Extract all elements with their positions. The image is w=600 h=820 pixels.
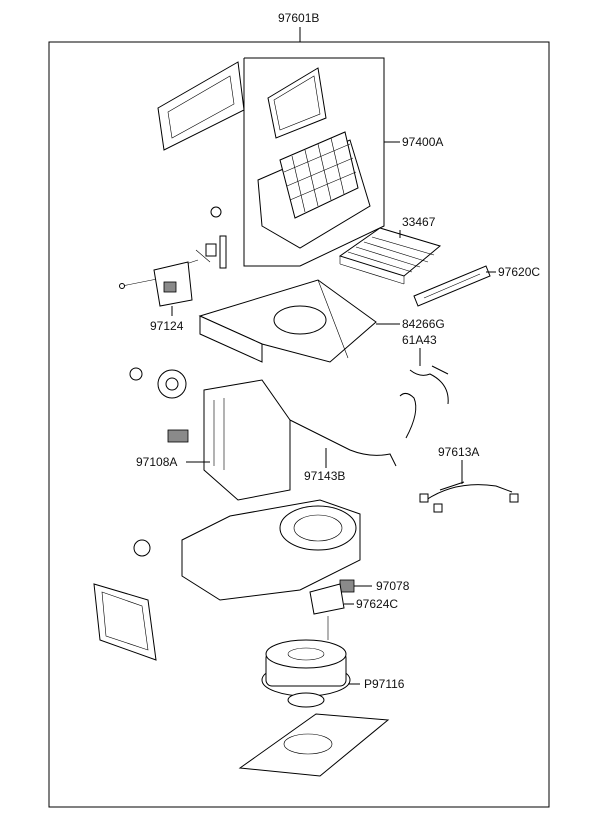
callout-97143B: 97143B xyxy=(304,469,345,483)
callout-97124: 97124 xyxy=(150,319,184,333)
callout-97078: 97078 xyxy=(376,579,410,593)
resistor xyxy=(339,579,355,593)
callout-97400A: 97400A xyxy=(402,135,443,149)
heater-pipes xyxy=(289,419,397,467)
callout-84266G: 84266G xyxy=(402,317,445,331)
callout-97108A: 97108A xyxy=(136,455,177,469)
mode-motor-parts xyxy=(129,367,187,399)
assembly-number-label: 97601B xyxy=(278,11,319,25)
gasket-frame-upper xyxy=(157,61,245,151)
assembly-frame xyxy=(48,41,550,808)
callout-P97116: P97116 xyxy=(364,677,405,691)
intake-housing xyxy=(257,131,371,249)
callout-33467: 33467 xyxy=(402,215,436,229)
heater-core xyxy=(167,379,291,501)
blower-motor xyxy=(261,639,351,708)
power-transistor xyxy=(309,583,345,615)
wiring-harness xyxy=(419,481,519,513)
seal-plate xyxy=(238,713,390,777)
lower-case xyxy=(181,499,361,601)
callout-61A43: 61A43 xyxy=(402,333,437,347)
gasket-frame-lower xyxy=(93,583,157,661)
drain-hose xyxy=(399,365,449,439)
cabin-filter xyxy=(338,227,442,285)
actuator-97124 xyxy=(153,261,193,307)
callout-97620C: 97620C xyxy=(498,265,540,279)
actuator-link-parts xyxy=(119,206,227,289)
callout-97613A: 97613A xyxy=(438,445,479,459)
upper-case xyxy=(198,279,377,363)
grommet xyxy=(133,539,151,557)
callout-97624C: 97624C xyxy=(356,597,398,611)
filter-cover xyxy=(413,265,491,307)
air-filter-cover xyxy=(267,67,327,139)
